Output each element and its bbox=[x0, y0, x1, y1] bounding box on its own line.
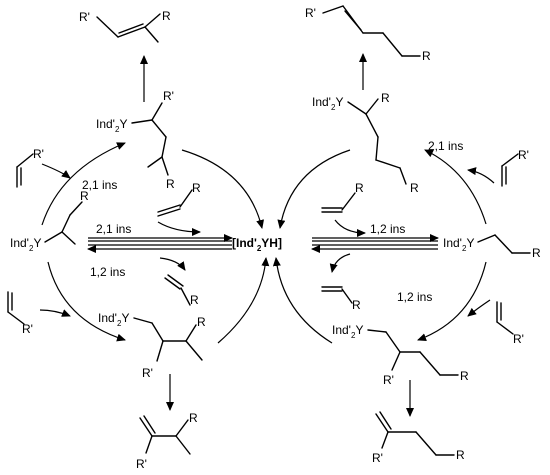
r-left-bottom-intermediate: R bbox=[197, 315, 206, 329]
right-cycle-arc-bottom-right bbox=[417, 261, 487, 341]
alkene-r-top-right-center bbox=[321, 192, 356, 213]
rprime-left-bottom-intermediate: R' bbox=[142, 366, 153, 380]
yttrium-right-bottom-intermediate: Ind'2Y bbox=[332, 323, 363, 340]
label-1-2-ins-center-right: 1,2 ins bbox=[370, 222, 405, 236]
label-2-1-ins-right-top: 2,1 ins bbox=[428, 139, 463, 153]
alkene-r-top-left-center bbox=[157, 189, 193, 217]
rprime-alkene-right-top: R' bbox=[518, 148, 529, 162]
yttrium-left-top-intermediate: Ind'2Y bbox=[96, 117, 127, 134]
right-cycle-arc-bottom-left bbox=[272, 257, 333, 344]
alkene-left-bottom-product bbox=[139, 415, 191, 455]
alkene-r-bottom-left-center bbox=[164, 274, 191, 306]
r-alkene-top-left-center: R bbox=[192, 181, 201, 195]
alkene-rprime-right-bottom bbox=[496, 301, 514, 335]
rprime-left-top-product: R' bbox=[79, 10, 90, 24]
rprime-alkene-right-bottom: R' bbox=[513, 332, 524, 346]
catalyst-label: [Ind'2YH] bbox=[232, 236, 282, 253]
r-left-top-intermediate: R bbox=[166, 177, 175, 191]
left-cycle-arc-top-left bbox=[41, 142, 126, 226]
r-alkene-bottom-right-center: R bbox=[352, 298, 361, 312]
curved-arrow-in-top-left bbox=[157, 221, 201, 236]
r-left-top-product: R bbox=[162, 9, 171, 23]
rprime-left-top-intermediate: R' bbox=[163, 89, 174, 103]
alkene-rprime-right-top bbox=[501, 153, 519, 187]
r-right-bottom-product: R bbox=[456, 448, 465, 462]
r-left-center: R bbox=[80, 189, 89, 203]
label-2-1-ins-left-top: 2,1 ins bbox=[82, 178, 117, 192]
chain-right-top-intermediate bbox=[347, 98, 407, 185]
chain-right-bottom-intermediate bbox=[367, 329, 459, 376]
right-equilibrium-arrows bbox=[311, 234, 439, 253]
r-alkene-top-right-center: R bbox=[355, 181, 364, 195]
curved-arrow-out-bottom-left bbox=[159, 257, 186, 271]
yttrium-left-center: Ind'2Y bbox=[10, 236, 41, 253]
r-right-center: R bbox=[532, 246, 541, 260]
r-right-top-intermediate-upper: R bbox=[381, 91, 390, 105]
rprime-left-bottom-product: R' bbox=[136, 457, 147, 471]
yttrium-left-bottom-intermediate: Ind'2Y bbox=[98, 311, 129, 328]
curved-arrow-in-top-right bbox=[334, 219, 366, 237]
chain-left-bottom-intermediate bbox=[133, 317, 203, 362]
right-cycle-arc-top-left bbox=[277, 149, 351, 229]
rprime-alkene-left-top: R' bbox=[33, 147, 44, 161]
chain-left-top-intermediate bbox=[131, 102, 169, 176]
alkene-left-top-product bbox=[96, 13, 161, 43]
label-2-1-ins-center-left: 2,1 ins bbox=[96, 222, 131, 236]
left-equilibrium-arrows bbox=[87, 234, 233, 253]
r-alkene-bottom-left-center: R bbox=[190, 293, 199, 307]
rprime-right-top-product: R' bbox=[305, 6, 316, 20]
alkene-rprime-left-top bbox=[16, 153, 34, 188]
alkene-right-bottom-product bbox=[375, 411, 455, 456]
arrow-alkene-left-bottom bbox=[39, 309, 71, 317]
arrow-alkene-right-top bbox=[467, 167, 495, 184]
label-1-2-ins-right-bottom: 1,2 ins bbox=[397, 290, 432, 304]
r-right-top-intermediate-lower: R bbox=[410, 181, 419, 195]
right-cycle-arc-top-right bbox=[424, 149, 487, 225]
rprime-alkene-left-bottom: R' bbox=[22, 322, 33, 336]
rprime-right-bottom-intermediate: R' bbox=[383, 373, 394, 387]
alkene-right-top-product bbox=[322, 5, 421, 57]
left-cycle-arc-top-right bbox=[181, 149, 265, 229]
r-right-bottom-intermediate: R bbox=[460, 369, 469, 383]
r-left-bottom-product: R bbox=[189, 411, 198, 425]
branched-alkyl-left bbox=[44, 201, 83, 245]
linear-alkyl-right bbox=[477, 234, 531, 254]
alkene-rprime-left-bottom bbox=[7, 291, 25, 325]
arrow-alkene-right-bottom bbox=[467, 299, 491, 317]
left-cycle-arc-bottom-left bbox=[47, 261, 126, 342]
arrow-alkene-left-top bbox=[41, 163, 71, 179]
r-right-top-product: R bbox=[422, 49, 431, 63]
yttrium-right-center: Ind'2Y bbox=[443, 236, 474, 253]
yttrium-right-top-intermediate: Ind'2Y bbox=[312, 95, 343, 112]
curved-arrow-out-bottom-right bbox=[329, 253, 351, 273]
rprime-right-bottom-product: R' bbox=[372, 451, 383, 465]
left-cycle-arc-bottom-right bbox=[217, 257, 270, 344]
alkene-r-bottom-right-center bbox=[321, 286, 353, 304]
label-1-2-ins-center-left: 1,2 ins bbox=[90, 265, 125, 279]
